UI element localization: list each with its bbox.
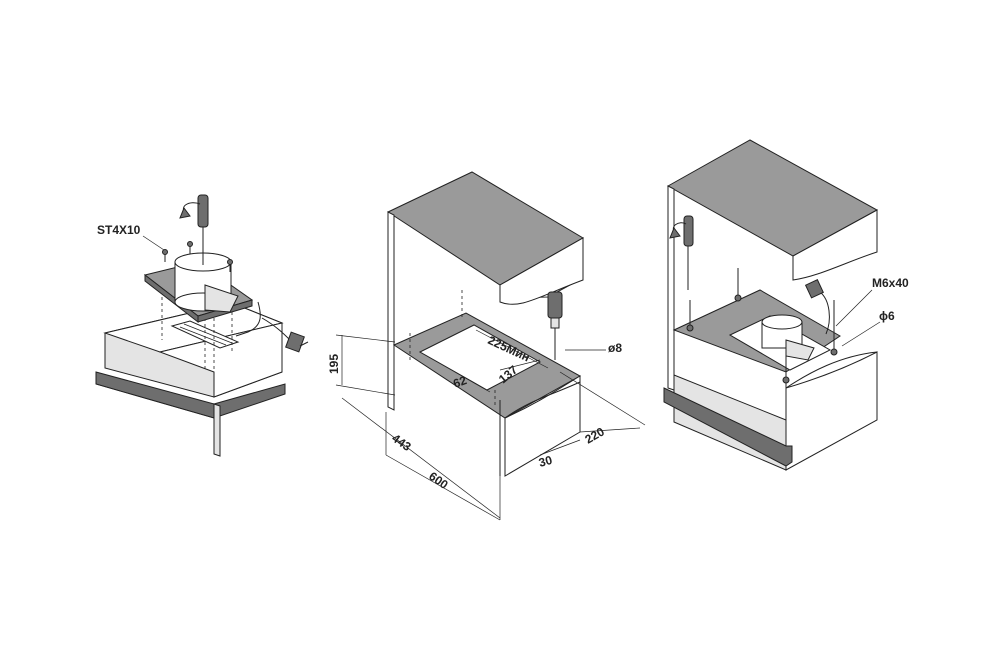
duct-adapter bbox=[174, 252, 239, 313]
figure-hood-adapter: ST4X10 bbox=[95, 194, 309, 457]
dim-195: 195 bbox=[327, 354, 341, 374]
hood-top-slots bbox=[170, 320, 240, 349]
drill-icon bbox=[547, 291, 563, 360]
figure-hood-installed: M6x40 ϕ6 bbox=[663, 139, 909, 471]
installed-screwdriver-icon bbox=[669, 215, 694, 290]
dimension-lines bbox=[335, 329, 646, 521]
dim-hole-8: ø8 bbox=[608, 341, 622, 355]
installed-duct-adapter bbox=[761, 314, 815, 361]
cabinet-side bbox=[387, 211, 395, 411]
dim-62: 62 bbox=[451, 373, 469, 391]
installed-power-cable bbox=[819, 291, 830, 335]
installed-plug-icon bbox=[804, 279, 824, 299]
dim-600: 600 bbox=[426, 469, 451, 492]
figure-cabinet-dimensions: 195 225Мин ø8 62 137 443 600 30 220 bbox=[327, 171, 646, 521]
bolts-m6x40 bbox=[686, 268, 838, 384]
plug-icon bbox=[285, 331, 305, 353]
dim-443: 443 bbox=[389, 431, 414, 454]
dim-30: 30 bbox=[537, 453, 554, 470]
screwdriver-icon bbox=[179, 194, 209, 265]
power-cable bbox=[235, 301, 261, 337]
bolt-label: M6x40 bbox=[872, 276, 909, 290]
screws-st4x10 bbox=[162, 241, 233, 272]
bolt-diameter-label: ϕ6 bbox=[879, 309, 895, 323]
screw-label: ST4X10 bbox=[97, 223, 141, 237]
dim-220: 220 bbox=[583, 424, 608, 446]
